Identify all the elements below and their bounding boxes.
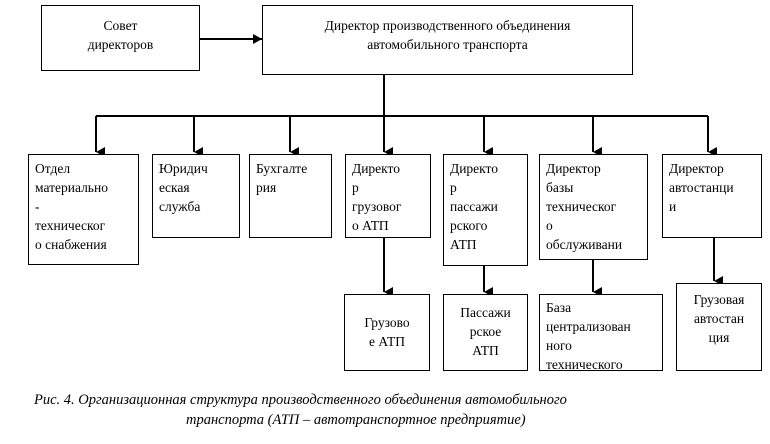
node-passenger-atp: Пассажи рское АТП bbox=[443, 294, 528, 371]
node-director-bus-station: Директор автостанци и bbox=[662, 154, 762, 238]
node-director-passenger-atp: Директо р пассажи рского АТП bbox=[443, 154, 528, 266]
node-director-maintenance-base: Директор базы техническог о обслуживани … bbox=[539, 154, 648, 260]
node-central-maintenance-base: База централизован ного технического bbox=[539, 294, 663, 371]
node-board-of-directors: Совет директоров bbox=[41, 5, 200, 71]
node-supply-department: Отдел материально - техническог о снабже… bbox=[28, 154, 139, 265]
node-accounting: Бухгалте рия bbox=[249, 154, 332, 238]
node-cargo-atp: Грузово е АТП bbox=[344, 294, 430, 371]
figure-caption-line-2: транспорта (АТП – автотранспортное предп… bbox=[186, 412, 526, 428]
node-general-director: Директор производственного объединения а… bbox=[262, 5, 633, 75]
node-director-cargo-atp: Директо р грузовог о АТП bbox=[345, 154, 431, 238]
figure-caption-line-1: Рис. 4. Организационная структура произв… bbox=[34, 392, 567, 408]
node-legal-service: Юридич eская служба bbox=[152, 154, 240, 238]
node-cargo-station: Грузовая автостан ция bbox=[676, 283, 762, 371]
